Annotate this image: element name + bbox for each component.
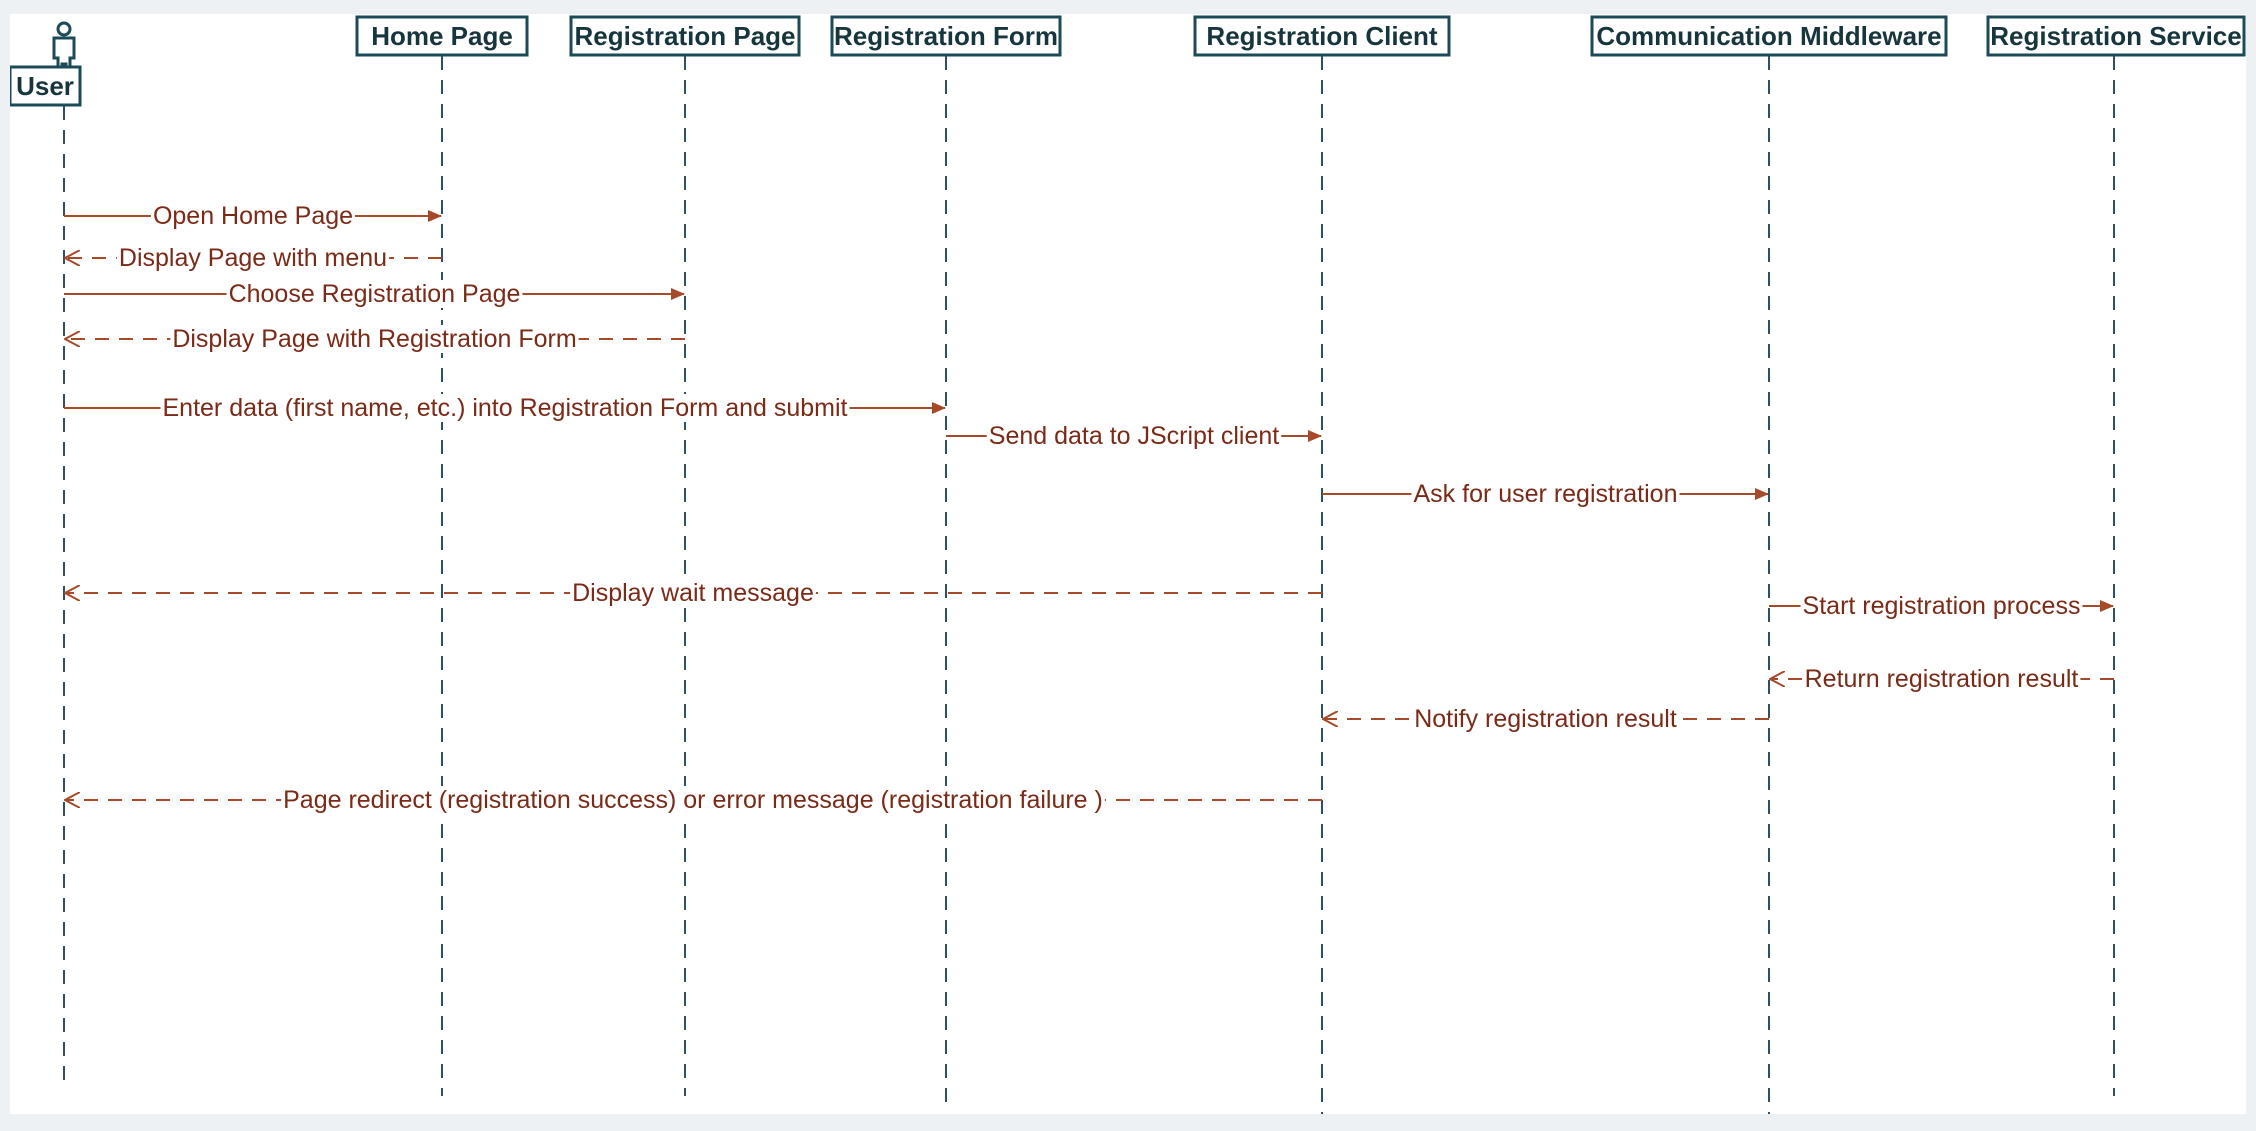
participant-home: Home Page [355,15,529,57]
message-2-label: Display Page with menu [119,244,387,272]
message-4-label-bg [170,325,579,353]
participant-middleware-label: Communication Middleware [1596,21,1941,51]
message-4-label: Display Page with Registration Form [172,325,576,353]
message-5-label-bg [160,394,850,422]
message-8-label-bg [570,579,816,607]
message-1-label-bg [150,202,356,230]
participant-regclient-box [1193,15,1451,57]
participant-regclient: Registration Client [1193,15,1451,57]
message-11-label: Notify registration result [1414,705,1677,733]
message-7-label: Ask for user registration [1414,480,1678,508]
participant-regpage: Registration Page [569,15,801,57]
stick-figure-icon [52,21,76,92]
participant-regpage-box [569,15,801,57]
message-6-label: Send data to JScript client [989,422,1279,450]
message-10-label-bg [1802,665,2081,693]
actor-user-label: User [16,71,74,101]
participant-middleware-box [1590,15,1948,57]
actor-user-box [10,65,82,107]
participant-regpage-label: Registration Page [574,21,795,51]
message-3-label-bg [226,280,523,308]
participant-regform: Registration Form [830,15,1062,57]
message-9: Start registration process [1769,592,2114,620]
message-8: Display wait message [65,579,1322,607]
message-7-label-bg [1411,480,1680,508]
diagram-canvas: User Home Page Registration Page Registrati… [10,14,2246,1114]
message-2: Display Page with menu [65,244,442,272]
message-11-label-bg [1412,705,1679,733]
message-5: Enter data (first name, etc.) into Regis… [64,394,946,422]
participant-regclient-label: Registration Client [1206,21,1437,51]
message-5-label: Enter data (first name, etc.) into Regis… [163,394,848,422]
participants: User Home Page Registration Page Registrati… [10,15,2246,107]
participant-regservice: Registration Service [1986,15,2246,57]
message-9-label: Start registration process [1803,592,2081,620]
message-6-label-bg [986,422,1282,450]
message-11: Notify registration result [1323,705,1769,733]
message-2-label-bg [116,244,390,272]
participant-middleware: Communication Middleware [1590,15,1948,57]
sequence-diagram: User Home Page Registration Page Registrati… [10,15,2246,1114]
message-4: Display Page with Registration Form [65,325,685,353]
message-3: Choose Registration Page [64,280,685,308]
participant-regform-label: Registration Form [834,21,1058,51]
lifelines [63,56,2115,1114]
message-8-label: Display wait message [572,579,814,607]
participant-regservice-label: Registration Service [1990,21,2241,51]
message-1-label: Open Home Page [153,202,353,230]
participant-regform-box [830,15,1062,57]
message-9-label-bg [1800,592,2083,620]
message-10-label: Return registration result [1805,665,2079,693]
message-12-label: Page redirect (registration success) or … [283,786,1103,814]
message-12: Page redirect (registration success) or … [65,786,1322,814]
message-10: Return registration result [1770,665,2114,693]
participant-regservice-box [1986,15,2246,57]
message-12-label-bg [281,786,1105,814]
message-1: Open Home Page [64,202,442,230]
actor-user: User [10,65,82,107]
message-3-label: Choose Registration Page [229,280,521,308]
message-7: Ask for user registration [1322,480,1769,508]
participant-home-box [355,15,529,57]
message-6: Send data to JScript client [946,422,1322,450]
participant-home-label: Home Page [371,21,513,51]
